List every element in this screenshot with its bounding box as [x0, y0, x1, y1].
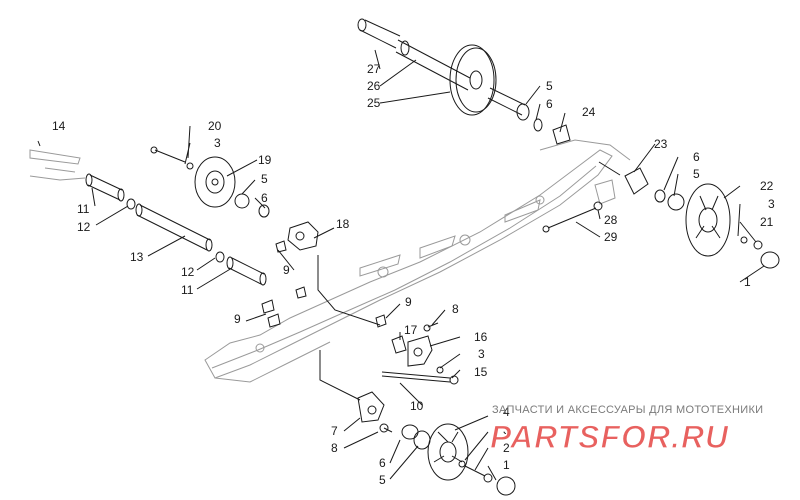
- callout-23: 23: [654, 137, 668, 151]
- callout-13: 13: [130, 250, 144, 264]
- callout-25: 25: [367, 96, 381, 110]
- callout-5: 5: [261, 172, 268, 186]
- callout-5: 5: [546, 79, 553, 93]
- callout-3: 3: [478, 347, 485, 361]
- callout-3: 3: [214, 136, 221, 150]
- upper-bracket-assembly: [261, 221, 387, 328]
- callout-19: 19: [258, 153, 272, 167]
- callout-24: 24: [582, 105, 596, 119]
- watermark-logo: PARTSFOR.RU: [490, 418, 729, 455]
- mid-wheel-assembly: [150, 146, 270, 218]
- callout-8: 8: [452, 302, 459, 316]
- callout-27: 27: [367, 62, 381, 76]
- callout-12: 12: [77, 220, 91, 234]
- callout-6: 6: [261, 191, 268, 205]
- callout-21: 21: [760, 215, 774, 229]
- callout-22: 22: [760, 179, 774, 193]
- callout-9: 9: [405, 295, 412, 309]
- callout-8: 8: [331, 441, 338, 455]
- callout-2: 2: [503, 441, 510, 455]
- callout-9: 9: [283, 263, 290, 277]
- callout-11: 11: [77, 202, 90, 216]
- callout-3: 3: [503, 423, 510, 437]
- callout-5: 5: [693, 167, 700, 181]
- callout-4: 4: [503, 405, 510, 419]
- callout-1: 1: [744, 275, 751, 289]
- callout-15: 15: [474, 365, 488, 379]
- callout-6: 6: [693, 150, 700, 164]
- callout-6: 6: [546, 97, 553, 111]
- watermark-caption: ЗАПЧАСТИ И АКСЕССУАРЫ ДЛЯ МОТОТЕХНИКИ: [492, 404, 764, 416]
- watermark-logo-text: PARTSFOR.RU: [490, 419, 729, 455]
- callout-6: 6: [379, 456, 386, 470]
- upper-idler-assembly: [357, 18, 571, 145]
- callout-12: 12: [181, 265, 195, 279]
- front-wheel-assembly: [542, 161, 780, 269]
- callout-29: 29: [604, 230, 618, 244]
- callout-17: 17: [404, 323, 418, 337]
- callout-28: 28: [604, 213, 618, 227]
- lower-bracket-assembly: [319, 322, 459, 401]
- rear-shaft-assembly: [85, 173, 267, 286]
- callout-10: 10: [410, 399, 424, 413]
- callout-14: 14: [52, 119, 66, 133]
- leader-lines: [37, 49, 765, 481]
- callout-1: 1: [503, 458, 510, 472]
- callout-20: 20: [208, 119, 222, 133]
- callout-9: 9: [234, 312, 241, 326]
- callout-26: 26: [367, 79, 381, 93]
- callout-18: 18: [336, 217, 350, 231]
- track-frame: [29, 139, 631, 383]
- callout-11: 11: [181, 283, 194, 297]
- callout-7: 7: [331, 424, 338, 438]
- callout-3: 3: [768, 197, 775, 211]
- lower-wheel-assembly: [357, 391, 516, 496]
- callout-16: 16: [474, 330, 488, 344]
- callout-labels: 14 20 3 19 5 6 11 12 13 12 11 9 18 9 9 8…: [52, 62, 775, 487]
- callout-5: 5: [379, 473, 386, 487]
